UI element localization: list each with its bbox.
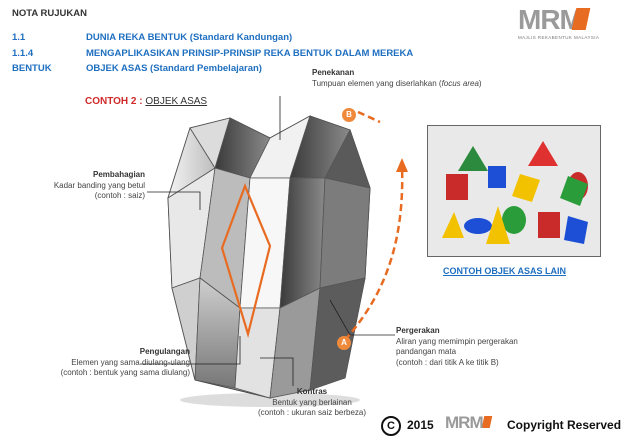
footer-logo-accent [481,416,493,428]
movement-arrow-path [344,164,404,341]
copyright-footer: C 2015 MRM Copyright Reserved [381,413,631,436]
footer-logo-text: MRM [445,413,484,432]
label-pembahagian: Pembahagian Kadar banding yang betul (co… [53,170,145,200]
label-kontras: Kontras Bentuk yang berlainan (contoh : … [257,387,367,417]
example-heading: CONTOH 2 : OBJEK ASAS [85,96,208,107]
logo-subtitle: MAJLIS REKABENTUK MALAYSIA [518,35,600,40]
basic-shapes-photo [427,125,601,257]
marker-b: B [342,108,356,122]
faceted-vase-illustration [167,115,371,407]
nota-rujukan-heading: NOTA RUJUKAN [12,8,87,19]
label-penekanan: Penekanan Tumpuan elemen yang diserlahka… [312,68,482,88]
label-pengulangan: Pengulangan Elemen yang sama diulang-ula… [60,347,190,377]
label-pergerakan: Pergerakan Aliran yang memimpin pergerak… [396,326,518,367]
movement-arrowhead [396,158,408,172]
mrm-logo: MRM MAJLIS REKABENTUK MALAYSIA [518,6,628,50]
marker-a: A [337,336,351,350]
repetition-highlight-shape [220,182,272,339]
basic-shapes-illustration [428,126,600,256]
copyright-icon: C [381,416,401,436]
photo-caption: CONTOH OBJEK ASAS LAIN [443,266,567,276]
